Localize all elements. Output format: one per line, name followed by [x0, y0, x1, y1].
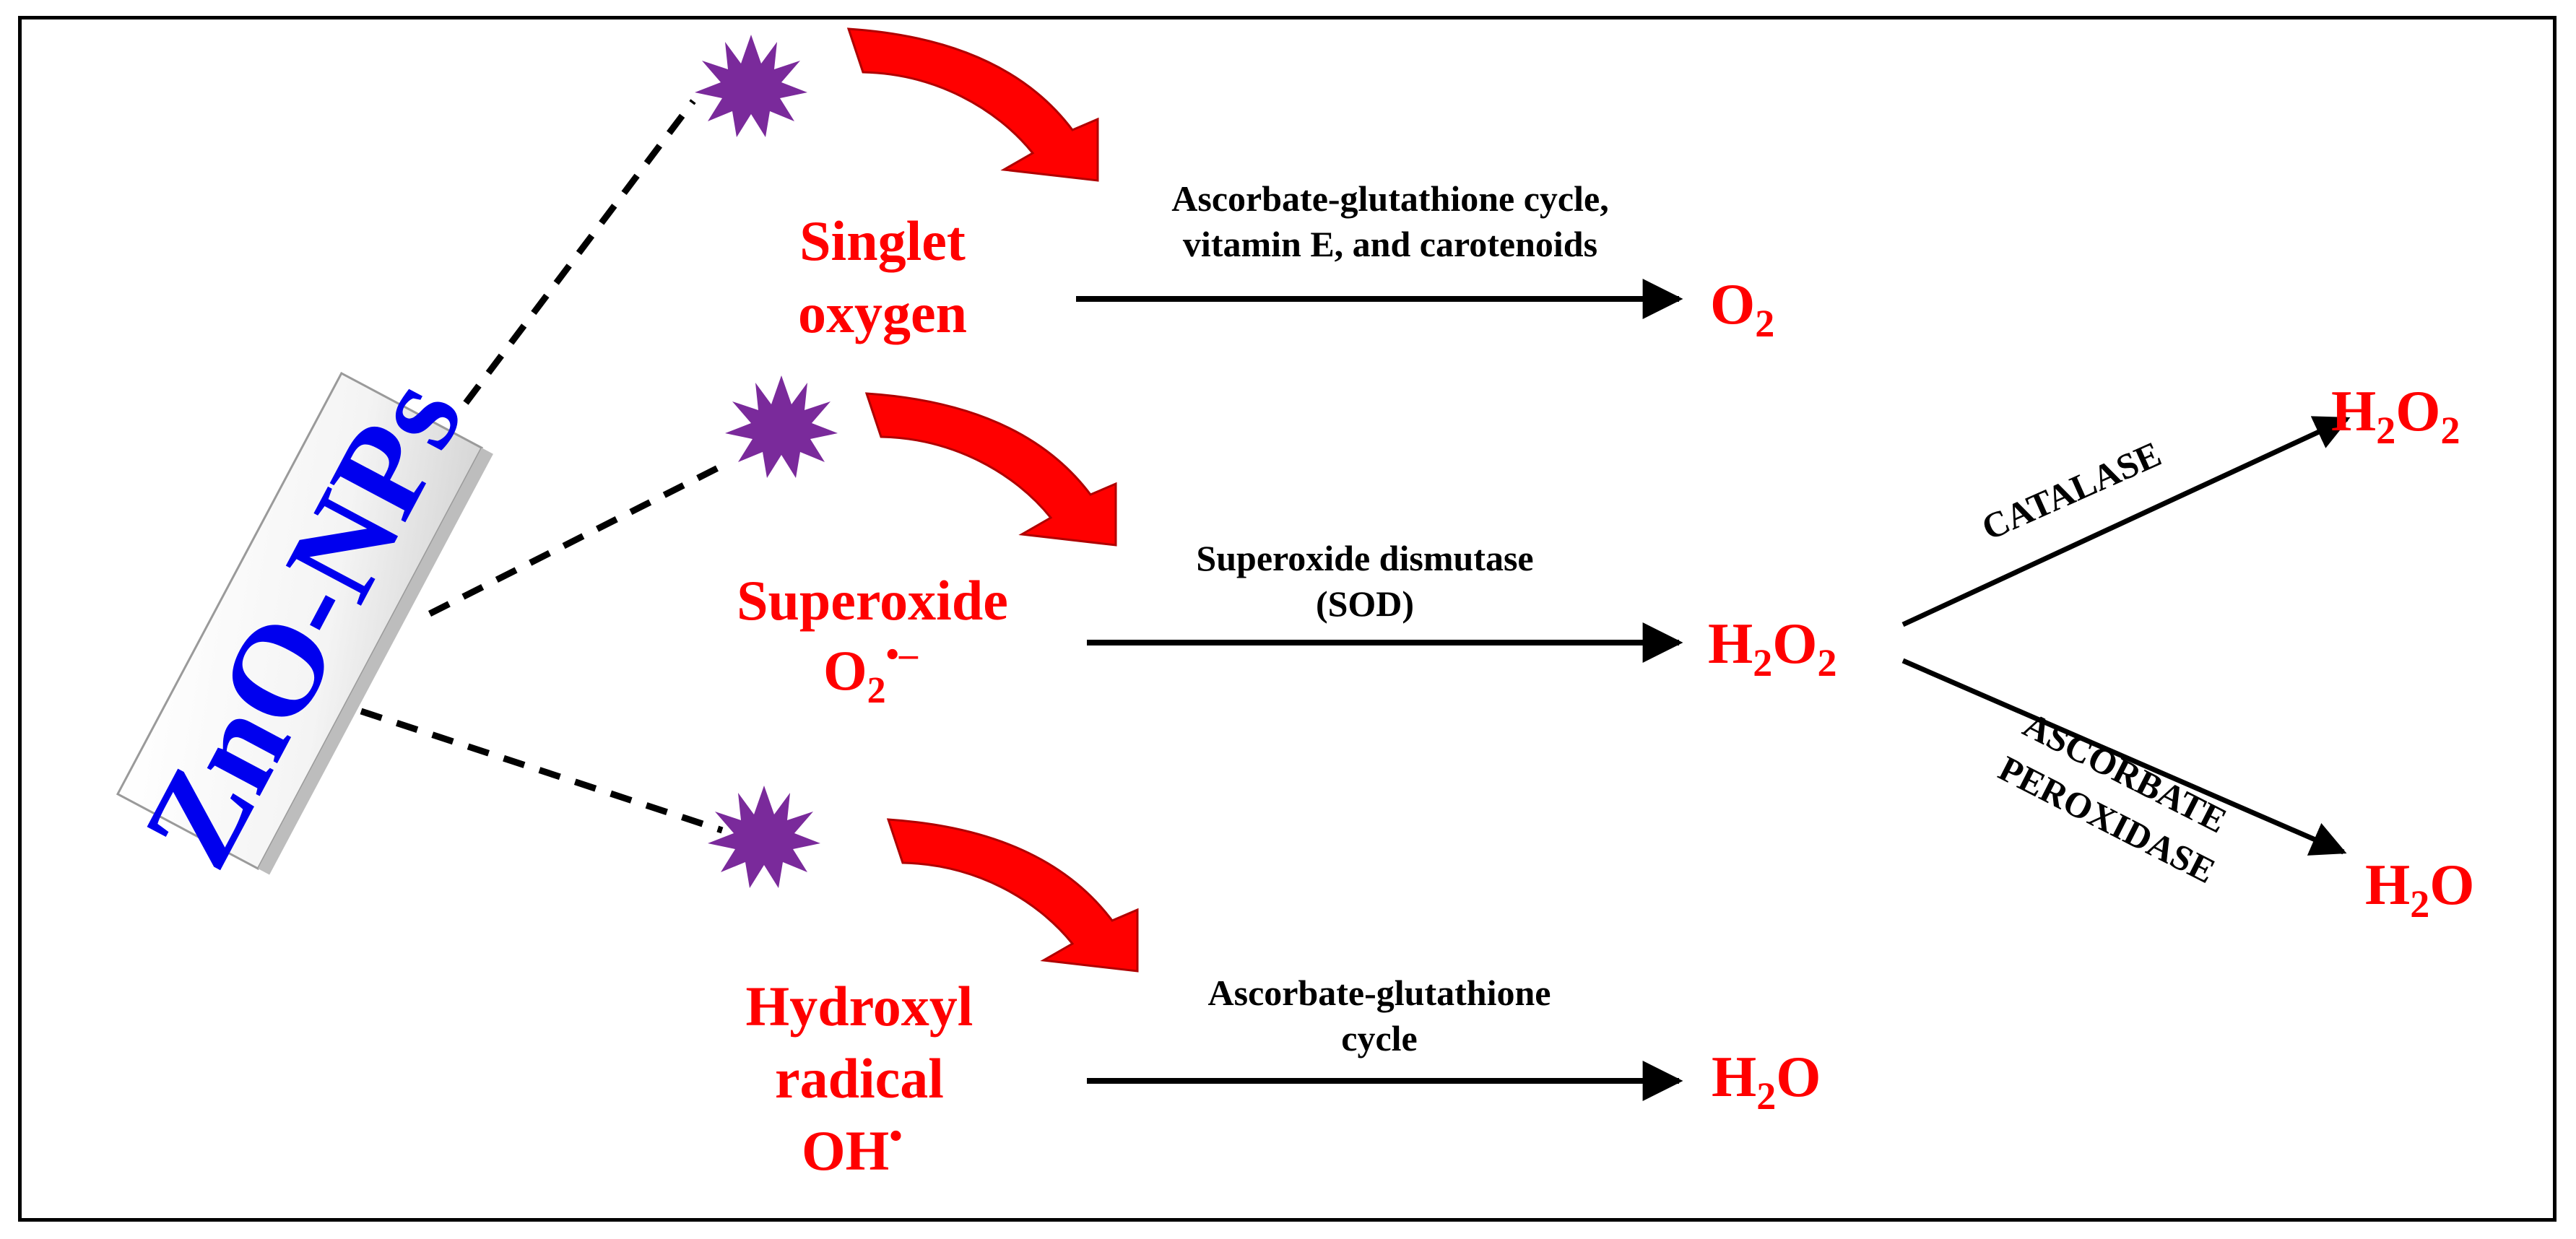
enzyme-singlet-line-2: vitamin E, and carotenoids	[1183, 224, 1597, 264]
purple-burst-icon	[708, 786, 820, 888]
species-hydroxyl-formula: OH•	[802, 1116, 903, 1182]
enzyme-catalase: CATALASE	[1976, 433, 2167, 548]
product-h2o-right: H2O	[2365, 853, 2474, 926]
enzyme-sod-line-1: Superoxide dismutase	[1196, 538, 1533, 578]
enzyme-singlet-line-1: Ascorbate-glutathione cycle,	[1171, 178, 1608, 219]
arrow-ascorbate-peroxidase	[1901, 658, 2347, 856]
enzyme-hydroxyl-line-2: cycle	[1341, 1018, 1417, 1058]
red-curved-arrow-icon	[865, 392, 1117, 547]
red-curved-arrow-icon	[847, 27, 1099, 182]
product-o2: O2	[1710, 273, 1774, 345]
enzyme-hydroxyl-line-1: Ascorbate-glutathione	[1208, 973, 1551, 1013]
species-singlet-line-2: oxygen	[798, 282, 967, 344]
diagram-frame	[18, 16, 2557, 1222]
zno-nps-box: ZnO-NPs	[116, 356, 493, 889]
product-h2o2-middle: H2O2	[1708, 612, 1836, 684]
species-singlet-line-1: Singlet	[799, 209, 966, 272]
dashed-connector-singlet	[463, 99, 696, 405]
enzyme-sod-line-2: (SOD)	[1316, 583, 1414, 624]
species-hydroxyl-line-1: Hydroxyl	[746, 975, 973, 1038]
product-h2o2-upper: H2O2	[2331, 380, 2460, 452]
dashed-connector-hydroxyl	[360, 708, 724, 834]
purple-burst-icon	[695, 35, 807, 137]
product-h2o-lower: H2O	[1712, 1045, 1821, 1118]
red-curved-arrow-icon	[887, 818, 1139, 973]
purple-burst-icon	[725, 375, 838, 478]
species-hydroxyl-line-2: radical	[775, 1047, 944, 1110]
species-superoxide-formula: O2•–	[823, 634, 919, 711]
arrow-catalase	[1901, 416, 2351, 627]
dashed-connector-superoxide	[428, 458, 732, 617]
species-superoxide-line-1: Superoxide	[737, 569, 1008, 632]
